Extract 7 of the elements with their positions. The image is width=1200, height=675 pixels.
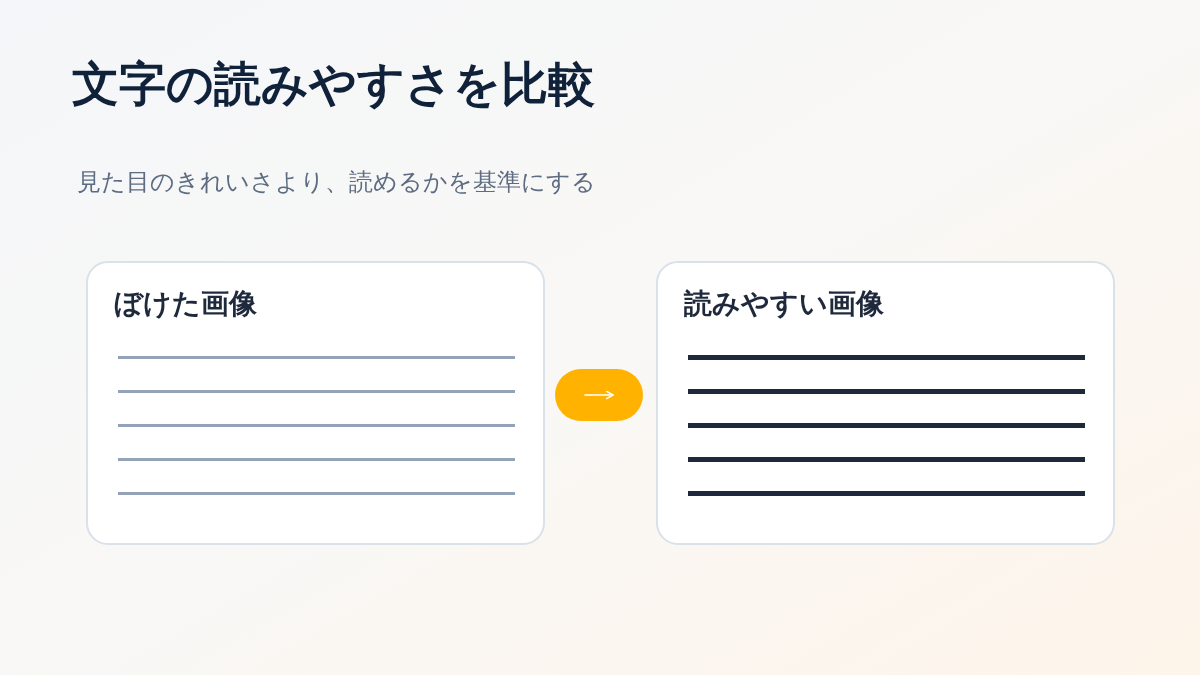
card-heading: 読みやすい画像 <box>684 287 884 321</box>
arrow-badge <box>555 369 643 421</box>
card <box>656 261 1115 545</box>
title: 文字の読みやすさを比較 <box>72 57 595 112</box>
card-heading: ぼけた画像 <box>114 287 257 321</box>
card <box>86 261 545 545</box>
subtitle: 見た目のきれいさより、読めるかを基準にする <box>77 168 596 197</box>
